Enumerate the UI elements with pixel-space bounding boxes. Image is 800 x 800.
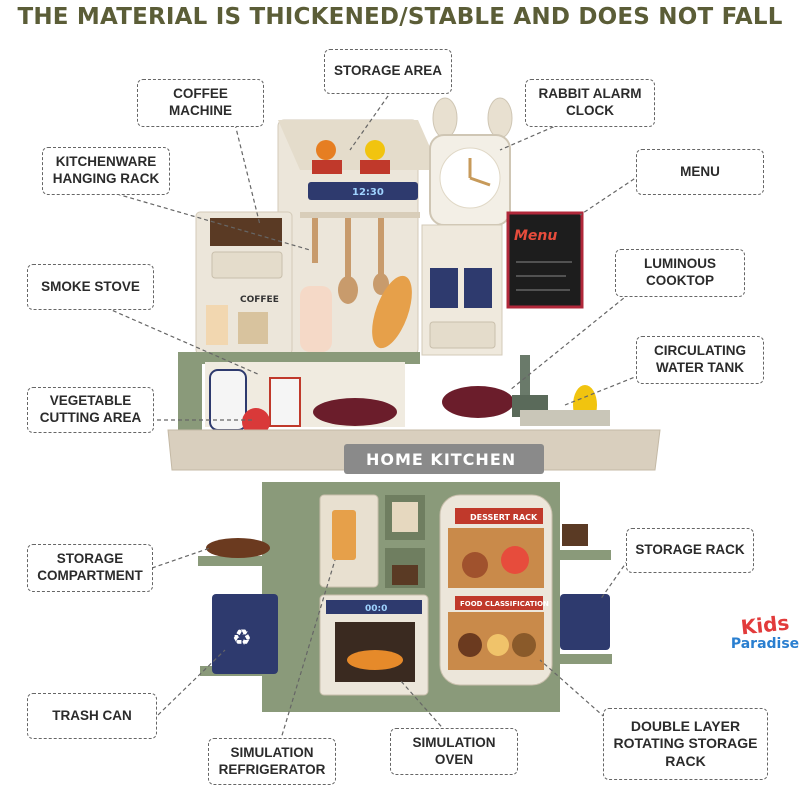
leader-coffee — [234, 123, 261, 226]
spoon-handle — [378, 218, 384, 278]
leader-rotating-rack — [539, 659, 611, 723]
storage-basket-right — [360, 160, 390, 174]
coffee-label: COFFEE — [240, 295, 279, 305]
home-kitchen-text: HOME KITCHEN — [366, 450, 516, 469]
dessert-rack-text: DESSERT RACK — [470, 513, 538, 522]
juice-carton-icon — [269, 377, 301, 427]
label-rabbit-alarm-clock: RABBIT ALARM CLOCK — [525, 79, 655, 127]
left-shelf-top — [198, 556, 266, 566]
frying-pan-icon — [313, 398, 397, 426]
kids-paradise-logo: Kids Paradise — [730, 611, 800, 652]
home-kitchen-plate — [344, 444, 544, 474]
toast-icon — [392, 502, 418, 532]
control-strip — [308, 182, 418, 200]
storage-basket-icon — [560, 594, 610, 650]
label-double-layer-rotating-storage-rack: DOUBLE LAYER ROTATING STORAGE RACK — [603, 708, 768, 780]
juice-cup-right — [464, 268, 492, 308]
donut-icon — [462, 552, 488, 578]
pepper-icon — [365, 140, 385, 160]
coffee-drawer — [211, 251, 283, 279]
leader-trash — [157, 649, 226, 716]
leader-clock — [499, 123, 561, 151]
leader-fridge — [279, 559, 336, 743]
label-luminous-cooktop: LUMINOUS COOKTOP — [615, 249, 745, 297]
label-storage-rack: STORAGE RACK — [626, 528, 754, 573]
logo-line-2: Paradise — [730, 636, 800, 652]
upper-counter-ledge — [180, 352, 420, 364]
chocolate-icon — [392, 565, 418, 585]
cake-pan-icon — [347, 650, 403, 670]
storage-basket-left — [312, 160, 342, 174]
page-headline: THE MATERIAL IS THICKENED/STABLE AND DOE… — [17, 4, 783, 30]
food-classification-banner — [455, 596, 543, 610]
dessert-shelf-upper — [448, 528, 544, 588]
hood-top — [278, 120, 440, 170]
spatula-icon — [312, 218, 318, 263]
rabbit-ear-right — [487, 97, 513, 139]
food-classification-text: FOOD CLASSIFICATION — [460, 600, 549, 608]
label-trash-can: TRASH CAN — [27, 693, 157, 739]
fridge-dispenser — [332, 510, 356, 560]
leader-compartment — [151, 547, 211, 569]
cooking-pot-icon — [442, 386, 514, 418]
sink-basin — [520, 410, 610, 426]
cake-icon — [562, 524, 588, 546]
juice-cup-left — [430, 268, 458, 308]
coffee-cup — [238, 312, 268, 344]
cupcake-icon — [512, 633, 536, 657]
strawberry-icon — [242, 408, 270, 436]
coffee-bottle — [206, 305, 228, 345]
trash-can-icon — [212, 594, 278, 674]
logo-line-1: Kids — [739, 610, 791, 640]
leader-menu — [579, 174, 641, 216]
recycle-icon: ♻ — [232, 625, 252, 650]
pudding-icon — [487, 634, 509, 656]
ladle-handle — [345, 218, 351, 283]
label-smoke-stove: SMOKE STOVE — [27, 264, 154, 310]
tart-icon — [501, 546, 529, 574]
label-simulation-refrigerator: SIMULATION REFRIGERATOR — [208, 738, 336, 785]
label-simulation-oven: SIMULATION OVEN — [390, 728, 518, 775]
milk-bottle-icon — [300, 286, 332, 352]
bread-icon — [372, 275, 412, 349]
right-drawer — [429, 321, 496, 349]
label-circulating-water-tank: CIRCULATING WATER TANK — [636, 336, 764, 384]
hanging-rack-bar — [300, 212, 420, 218]
carrot-icon — [316, 140, 336, 160]
clock-display: 12:30 — [352, 187, 384, 198]
label-vegetable-cutting-area: VEGETABLE CUTTING AREA — [27, 387, 154, 433]
menu-board-title: Menu — [514, 228, 557, 244]
dessert-rack-banner — [455, 508, 543, 524]
menu-board — [506, 211, 584, 309]
bread-rolls-icon — [206, 538, 270, 558]
ladle-icon — [338, 276, 358, 304]
oven-control-strip — [326, 600, 422, 614]
label-storage-area: STORAGE AREA — [324, 49, 452, 94]
right-shelf-bottom — [556, 654, 612, 664]
leader-storage-rack — [599, 559, 629, 601]
leader-lines — [99, 95, 641, 743]
label-kitchenware-hanging-rack: KITCHENWARE HANGING RACK — [42, 147, 170, 195]
left-post — [178, 352, 202, 432]
spoon-icon — [373, 273, 389, 295]
milk-carton-icon — [209, 369, 247, 431]
oven-display: 00:0 — [365, 604, 387, 614]
muffin-icon — [458, 633, 482, 657]
rabbit-ear-left — [432, 97, 458, 139]
label-storage-compartment: STORAGE COMPARTMENT — [27, 544, 153, 592]
label-menu: MENU — [636, 149, 764, 195]
label-coffee-machine: COFFEE MACHINE — [137, 79, 264, 127]
faucet-icon — [520, 355, 530, 395]
leader-smoke-stove — [99, 304, 261, 376]
right-shelf-top — [555, 550, 611, 560]
clock-minute-hand — [469, 176, 491, 187]
